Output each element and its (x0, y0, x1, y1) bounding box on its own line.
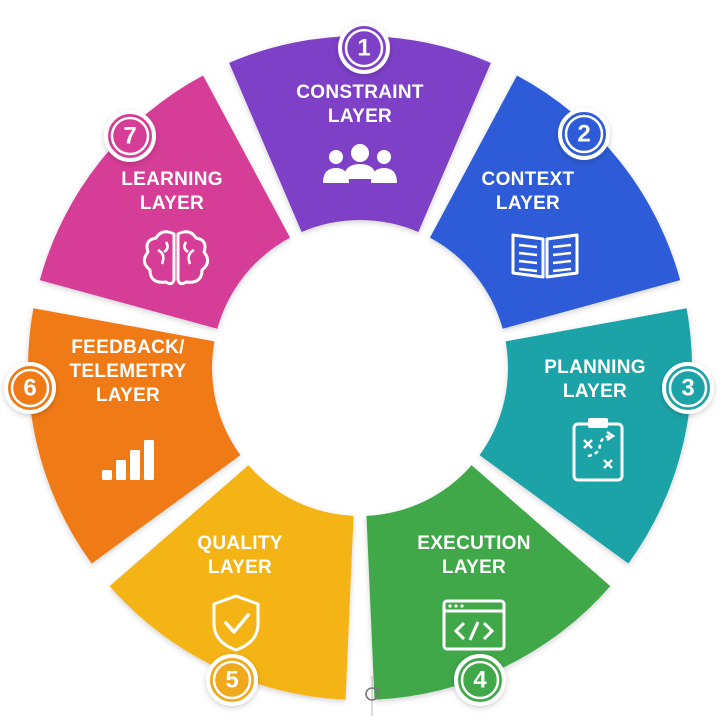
segment-title-line: QUALITY (197, 533, 283, 554)
refresh-icon (365, 676, 381, 716)
step-number: 3 (681, 374, 694, 401)
segment-layer-6: FEEDBACK/TELEMETRY LAYER (27, 308, 241, 564)
segment-title-line: LAYER (208, 557, 272, 578)
segment-layer-2: CONTEXT LAYER (429, 75, 681, 329)
segment-shape (479, 308, 692, 564)
segment-title-line: LAYER (563, 381, 627, 402)
segment-title-line: LAYER (328, 106, 392, 127)
step-number: 2 (577, 120, 590, 147)
people-icon (323, 144, 397, 183)
segment-layer-7: LEARNING LAYER (39, 75, 291, 329)
segment-shape (229, 36, 491, 232)
step-number: 7 (123, 122, 136, 149)
step-badge-4: 4 (454, 654, 506, 706)
step-badge-1: 1 (338, 22, 390, 74)
segment-shape (39, 75, 291, 329)
clipboard-strategy-icon (572, 418, 624, 482)
segment-title-line: CONTEXT (482, 169, 575, 190)
bar-chart-icon (102, 440, 154, 480)
segment-title-line: EXECUTION (417, 533, 531, 554)
segment-shape (27, 308, 241, 564)
step-number: 5 (225, 666, 238, 693)
segment-title-line: TELEMETRY (69, 361, 186, 382)
segment-title-line: FEEDBACK/ (71, 337, 185, 358)
step-badge-2: 2 (558, 108, 610, 160)
segment-title-line: PLANNING (544, 357, 646, 378)
segment-title-line: LAYER (496, 193, 560, 214)
step-badge-3: 3 (662, 362, 714, 414)
badges-group: 1 2 3 4 5 6 7 (4, 22, 714, 706)
segment-title-line: CONSTRAINT (296, 82, 424, 103)
brain-icon (143, 230, 209, 286)
step-badge-6: 6 (4, 362, 56, 414)
book-icon (511, 233, 579, 279)
segment-shape (366, 465, 611, 700)
segment-title-line: LEARNING (121, 169, 223, 190)
segment-layer-4: EXECUTION LAYER (366, 465, 611, 700)
step-badge-5: 5 (206, 654, 258, 706)
step-badge-7: 7 (104, 110, 156, 162)
step-number: 1 (357, 34, 370, 61)
step-number: 4 (473, 666, 487, 693)
segments-group: CONSTRAINT LAYER CONTEXT LAYER PLANNING LAYER… (27, 36, 692, 700)
code-window-icon (442, 599, 506, 651)
segment-title-line: LAYER (140, 193, 204, 214)
segment-title-line: LAYER (442, 557, 506, 578)
segment-layer-1: CONSTRAINT LAYER (229, 36, 491, 232)
segment-title-line: LAYER (96, 385, 160, 406)
segment-layer-3: PLANNING LAYER (479, 308, 692, 564)
segment-layer-5: QUALITY LAYER (109, 465, 354, 700)
segment-shape (429, 75, 681, 329)
shield-check-icon (212, 594, 260, 652)
segment-shape (109, 465, 354, 700)
step-number: 6 (23, 374, 36, 401)
